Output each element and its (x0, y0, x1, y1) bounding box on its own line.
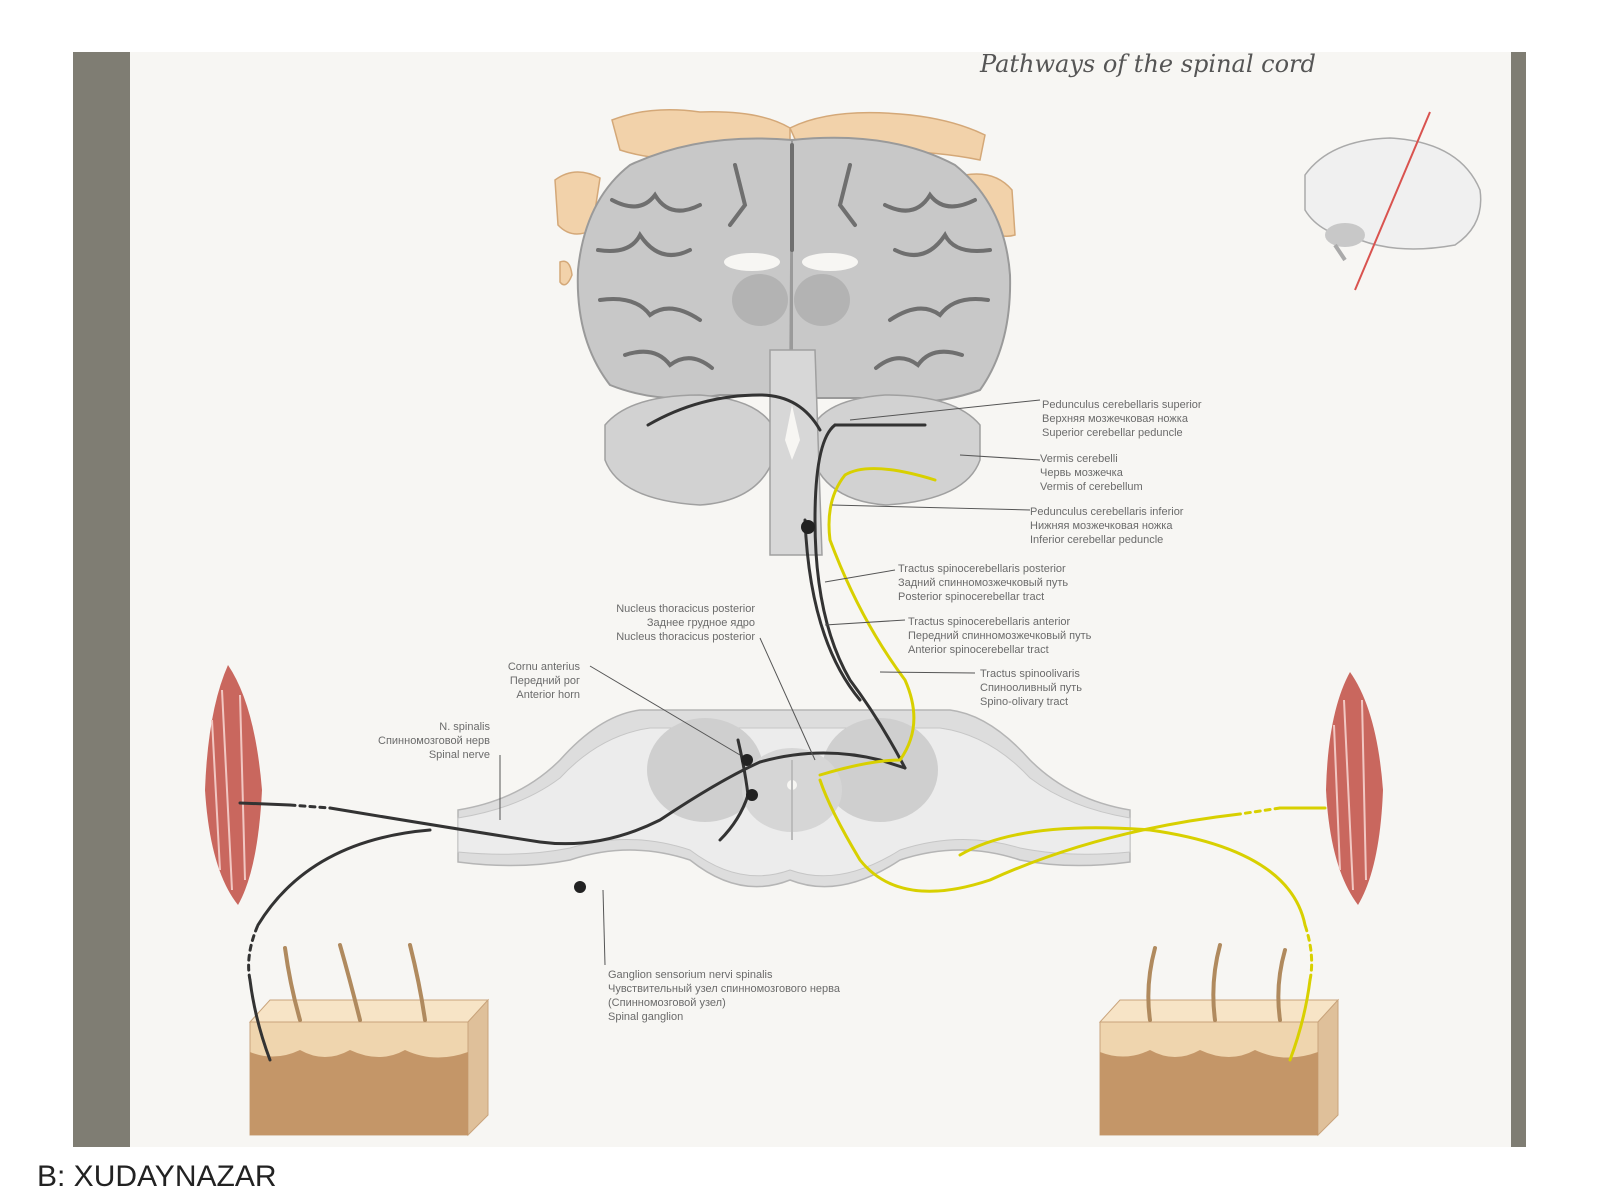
label-line: Inferior cerebellar peduncle (1030, 534, 1164, 546)
spinal-ganglion-dot (574, 881, 586, 893)
label-posterior-spinocerebellar-tract: Tractus spinocerebellaris posterior Задн… (898, 562, 1068, 604)
label-spinal-nerve: N. spinalis Спинномозговой нерв Spinal n… (330, 720, 490, 762)
label-line: Чувствительный узел спинномозгового нерв… (608, 983, 841, 995)
label-line: Передний рог (509, 675, 580, 687)
label-line: Spinal nerve (428, 749, 490, 761)
label-superior-cerebellar-peduncle: Pedunculus cerebellaris superior Верхняя… (1042, 398, 1202, 440)
nucleus-dot-lower (746, 789, 758, 801)
label-line: Tractus spinocerebellaris anterior (908, 616, 1071, 628)
label-line: N. spinalis (439, 721, 490, 733)
label-line: Superior cerebellar peduncle (1042, 427, 1183, 439)
inferior-peduncle-dot (801, 520, 815, 534)
nucleus-dot-upper (741, 754, 753, 766)
muscle-left (205, 665, 262, 905)
label-line: Верхняя мозжечковая ножка (1042, 413, 1188, 425)
label-spino-olivary-tract: Tractus spinoolivaris Спинооливный путь … (980, 667, 1082, 709)
leader-lines (499, 399, 1041, 966)
label-line: Заднее грудное ядро (646, 617, 755, 629)
muscle-right (1326, 672, 1383, 905)
label-line: Pedunculus cerebellaris superior (1042, 399, 1202, 411)
label-vermis: Vermis cerebelli Червь мозжечка Vermis o… (1040, 452, 1143, 494)
label-line: Спинномозговой нерв (378, 735, 490, 747)
right-frame-bar (1511, 52, 1526, 1147)
label-nucleus-thoracicus: Nucleus thoracicus posterior Заднее груд… (560, 602, 755, 644)
author-footer: B: XUDAYNAZAR (37, 1160, 277, 1193)
label-line: Спинооливный путь (980, 682, 1082, 694)
label-line: Pedunculus cerebellaris inferior (1030, 506, 1184, 518)
label-line: Nucleus thoracicus posterior (616, 603, 755, 615)
label-line: Ganglion sensorium nervi spinalis (608, 969, 773, 981)
label-inferior-cerebellar-peduncle: Pedunculus cerebellaris inferior Нижняя … (1030, 505, 1183, 547)
label-line: Задний спинномозжечковый путь (898, 577, 1069, 589)
brain-orientation-icon (1304, 111, 1482, 291)
cerebellum-brainstem (604, 349, 981, 556)
skin-block-left (248, 943, 490, 1137)
label-line: (Спинномозговой узел) (608, 997, 726, 1009)
label-line: Vermis of cerebellum (1040, 481, 1143, 493)
left-frame-bar (73, 52, 130, 1147)
label-spinal-ganglion: Ganglion sensorium nervi spinalis Чувств… (608, 968, 840, 1024)
label-anterior-spinocerebellar-tract: Tractus spinocerebellaris anterior Перед… (908, 615, 1091, 657)
label-line: Tractus spinoolivaris (980, 668, 1080, 680)
anterior-tract-yellow (818, 467, 1327, 1062)
label-line: Передний спинномозжечковый путь (908, 630, 1092, 642)
label-line: Anterior horn (516, 689, 580, 701)
label-line: Posterior spinocerebellar tract (898, 591, 1045, 603)
label-line: Anterior spinocerebellar tract (908, 644, 1049, 656)
page-title: Pathways of the spinal cord (980, 50, 1316, 78)
label-line: Spinal ganglion (608, 1011, 684, 1023)
cerebrum (576, 136, 1012, 404)
label-line: Нижняя мозжечковая ножка (1030, 520, 1173, 532)
skin-block-right (1098, 943, 1340, 1137)
label-line: Tractus spinocerebellaris posterior (898, 563, 1066, 575)
label-line: Spino-olivary tract (980, 696, 1069, 708)
posterior-tract-dark (238, 393, 927, 1062)
label-line: Nucleus thoracicus posterior (616, 631, 755, 643)
label-line: Vermis cerebelli (1040, 453, 1118, 465)
label-line: Червь мозжечка (1040, 467, 1123, 479)
label-line: Cornu anterius (507, 661, 580, 673)
spinal-cord-section (457, 709, 1131, 888)
label-anterior-horn: Cornu anterius Передний рог Anterior hor… (460, 660, 580, 702)
